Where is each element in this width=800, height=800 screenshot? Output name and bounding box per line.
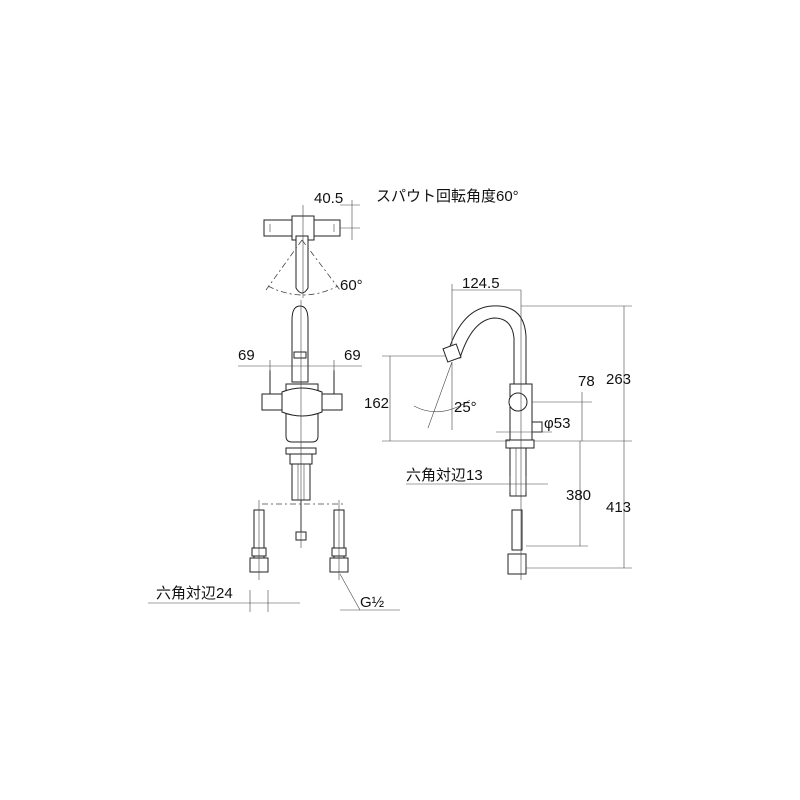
- hex-nut-large-label: 六角対辺24: [156, 585, 233, 602]
- top-spout: [295, 235, 309, 294]
- handle-height-label: 78: [578, 373, 595, 390]
- reach-label: 124.5: [462, 275, 500, 292]
- top-angle-label: 60°: [340, 277, 363, 294]
- rotation-arc: [267, 285, 339, 296]
- spout-angle-label: 25°: [454, 399, 477, 416]
- top-offset-label: 40.5: [314, 190, 343, 207]
- rotation-note-label: スパウト回転角度60°: [376, 188, 519, 205]
- left-spacing-label: 69: [238, 347, 255, 364]
- body-diameter-label: φ53: [544, 415, 570, 432]
- side-view: 124.5 162 25° 263 78 φ53 六角対辺13 380: [364, 275, 632, 580]
- right-spacing-label: 69: [344, 347, 361, 364]
- side-handle: [508, 392, 528, 412]
- hex-nut-small-label: 六角対辺13: [406, 467, 483, 484]
- side-spout: [447, 305, 527, 385]
- top-view: 40.5 スパウト回転角度60° 60°: [263, 188, 519, 298]
- spout-height-label: 162: [364, 395, 389, 412]
- thread-label: G½: [360, 594, 385, 611]
- total-height-label: 263: [606, 371, 631, 388]
- hose-length-380-label: 380: [566, 487, 591, 504]
- side-hose: [511, 509, 523, 551]
- front-view: 69 69 六角対辺24 G½: [148, 300, 400, 612]
- hose-length-413-label: 413: [606, 499, 631, 516]
- side-fitting: [507, 553, 527, 575]
- front-spout: [291, 305, 309, 383]
- side-shank: [509, 447, 527, 497]
